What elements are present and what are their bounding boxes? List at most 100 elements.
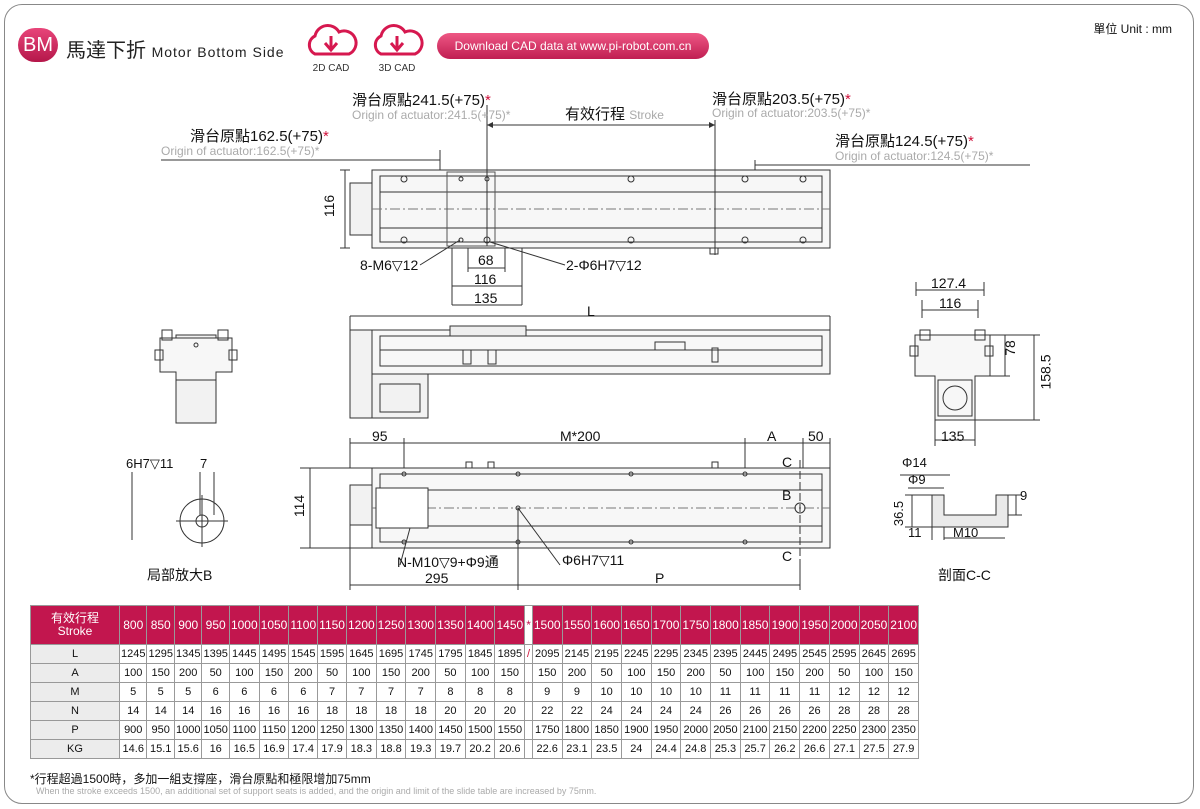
dim-127-4: 127.4 [931, 275, 967, 291]
table-cell: 18 [405, 701, 437, 721]
table-cell: 15.6 [173, 739, 203, 759]
table-cell: 24 [620, 701, 652, 721]
table-cell: 1500 [464, 720, 496, 740]
table-cell: 16 [201, 701, 230, 721]
table-cell: 26.6 [799, 739, 830, 759]
separator-cell [524, 663, 533, 683]
table-cell: 12 [828, 682, 860, 702]
table-cell: 22 [561, 701, 593, 721]
star-separator-cell: * [524, 605, 533, 645]
table-cell: 24.4 [650, 739, 682, 759]
table-cell: 1850 [591, 720, 622, 740]
m6-thread-label: 8-M6▽12 [360, 257, 419, 273]
separator-cell [524, 739, 533, 759]
table-cell: 2445 [739, 644, 771, 664]
table-cell: 100 [620, 663, 652, 683]
cad-2d-button[interactable]: 2D CAD [303, 22, 359, 74]
table-cell: 27.9 [888, 739, 919, 759]
table-cell: 2145 [561, 644, 593, 664]
download-cad-link[interactable]: Download CAD data at www.pi-robot.com.cn [437, 33, 709, 59]
stroke-value-cell: 1200 [345, 605, 377, 645]
stroke-value-cell: 800 [118, 605, 148, 645]
table-cell: 7 [317, 682, 347, 702]
table-cell: 2050 [710, 720, 741, 740]
table-cell: 1350 [375, 720, 407, 740]
table-cell: 25.3 [710, 739, 741, 759]
detail-hole-label: 6H7▽11 [126, 456, 174, 471]
table-cell: 200 [173, 663, 203, 683]
table-cell: 2645 [858, 644, 890, 664]
table-cell: 2495 [769, 644, 801, 664]
phi9-label: Φ9 [908, 472, 926, 487]
table-cell: 18 [317, 701, 347, 721]
cad-3d-button[interactable]: 3D CAD [369, 22, 425, 74]
table-cell: 1845 [464, 644, 496, 664]
stroke-value-cell: 1950 [799, 605, 830, 645]
table-cell: 1395 [201, 644, 230, 664]
dim-P: P [655, 570, 665, 586]
star-mark: * [484, 92, 491, 109]
table-cell: 11 [769, 682, 801, 702]
stroke-label: 有效行程 Stroke [565, 103, 664, 124]
dim-114: 114 [291, 494, 308, 518]
table-cell: 1300 [345, 720, 377, 740]
table-cell: 18.3 [345, 739, 377, 759]
table-cell: 1595 [317, 644, 347, 664]
stroke-value-cell: 1650 [620, 605, 652, 645]
phi14-label: Φ14 [902, 455, 927, 470]
table-cell: 2200 [799, 720, 830, 740]
origin-162-cn: 滑台原點162.5(+75) [190, 128, 323, 145]
table-cell: 10 [591, 682, 622, 702]
title-cn: 馬達下折 [66, 40, 146, 62]
table-cell: 2300 [858, 720, 890, 740]
table-cell: 2345 [680, 644, 712, 664]
star-mark: * [967, 133, 974, 150]
table-cell: 2245 [620, 644, 652, 664]
table-cell: 100 [345, 663, 377, 683]
table-cell: 2095 [531, 644, 563, 664]
stroke-value-cell: 2000 [828, 605, 860, 645]
phi6-bottom-label: Φ6H7▽11 [562, 552, 625, 568]
origin-203-en: Origin of actuator:203.5(+75)* [712, 106, 871, 120]
origin-124-en: Origin of actuator:124.5(+75)* [835, 149, 994, 163]
table-cell: 150 [258, 663, 290, 683]
table-cell: 950 [146, 720, 175, 740]
origin-241-en: Origin of actuator:241.5(+75)* [352, 108, 511, 122]
table-cell: 6 [288, 682, 319, 702]
table-cell: 150 [531, 663, 563, 683]
table-cell: 200 [799, 663, 830, 683]
table-cell: 28 [888, 701, 919, 721]
table-cell: 1900 [620, 720, 652, 740]
table-cell: 2150 [769, 720, 801, 740]
stroke-value-cell: 850 [146, 605, 175, 645]
table-cell: 22 [531, 701, 563, 721]
table-cell: 1295 [146, 644, 175, 664]
row-label-cell: A [30, 663, 120, 683]
cad-3d-label: 3D CAD [378, 63, 416, 74]
separator-cell [524, 682, 533, 702]
table-cell: 20.2 [464, 739, 496, 759]
stroke-en: Stroke [629, 108, 664, 122]
table-cell: 200 [288, 663, 319, 683]
separator-cell [524, 701, 533, 721]
table-cell: 10 [620, 682, 652, 702]
stroke-value-cell: 1000 [228, 605, 260, 645]
table-cell: 26 [710, 701, 741, 721]
table-cell: 2100 [739, 720, 771, 740]
table-cell: 6 [201, 682, 230, 702]
cloud-download-icon [307, 24, 358, 56]
row-label-cell: P [30, 720, 120, 740]
table-cell: 26.2 [769, 739, 801, 759]
dim-68: 68 [478, 252, 494, 268]
table-cell: 1695 [375, 644, 407, 664]
table-cell: 12 [858, 682, 890, 702]
table-cell: 14 [146, 701, 175, 721]
origin-124-label: 滑台原點124.5(+75)* [835, 130, 974, 151]
section-cc-caption: 剖面C-C [938, 567, 991, 583]
table-cell: 150 [146, 663, 175, 683]
table-cell: 50 [317, 663, 347, 683]
